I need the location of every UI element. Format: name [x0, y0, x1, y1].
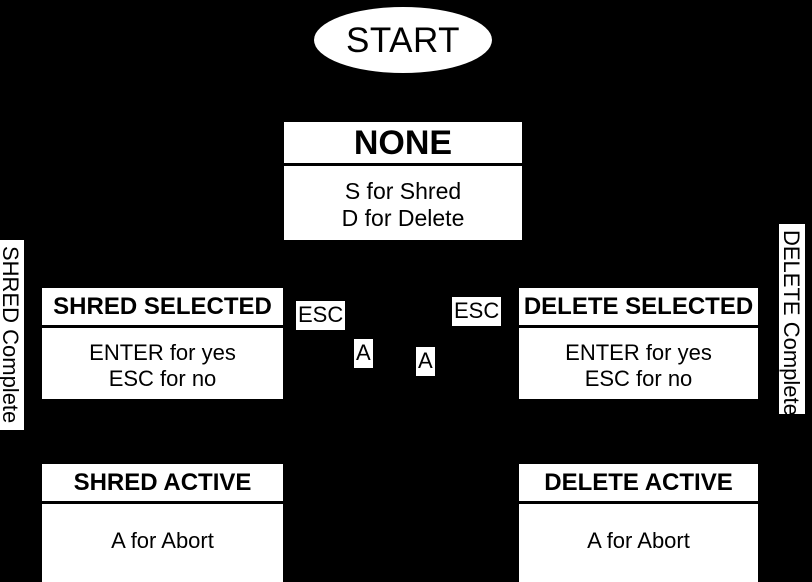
state-body-line: ENTER for yes: [89, 340, 236, 365]
state-body-delete-active: A for Abort: [519, 504, 758, 582]
state-title-shred-selected: SHRED SELECTED: [42, 288, 283, 328]
side-label-shred-complete: SHRED Complete: [0, 240, 24, 430]
state-node-delete-selected[interactable]: DELETE SELECTED ENTER for yes ESC for no: [519, 288, 758, 399]
state-node-delete-active[interactable]: DELETE ACTIVE A for Abort: [519, 464, 758, 582]
side-label-delete-complete-text: DELETE Complete: [779, 230, 804, 414]
edge-label-esc-left: ESC: [296, 301, 346, 330]
side-label-delete-complete: DELETE Complete: [779, 224, 805, 414]
side-label-shred-complete-text: SHRED Complete: [0, 246, 23, 424]
state-title-delete-active: DELETE ACTIVE: [519, 464, 758, 504]
state-body-line: ESC for no: [108, 365, 217, 391]
state-body-line: ESC for no: [584, 365, 693, 391]
state-body-line: A for Abort: [587, 528, 690, 553]
state-body-shred-selected: ENTER for yes ESC for no: [42, 328, 283, 399]
edge-shred-active-abort: [283, 352, 364, 502]
state-title-shred-active: SHRED ACTIVE: [42, 464, 283, 504]
state-node-none[interactable]: NONE S for Shred D for Delete: [284, 122, 522, 240]
state-body-line: A for Abort: [111, 528, 214, 553]
start-node-label: START: [346, 20, 460, 60]
state-title-none: NONE: [284, 122, 522, 166]
state-body-line: S for Shred: [344, 178, 462, 204]
edge-label-abort-right: A: [416, 347, 435, 376]
edge-label-esc-right: ESC: [452, 297, 502, 326]
edge-none-to-delete-selected: [522, 179, 641, 288]
start-node[interactable]: START: [314, 7, 492, 73]
edge-delete-active-abort: [422, 360, 519, 502]
state-body-shred-active: A for Abort: [42, 504, 283, 582]
state-body-none: S for Shred D for Delete: [284, 166, 522, 240]
state-body-line: D for Delete: [341, 205, 465, 232]
edge-label-abort-left: A: [354, 339, 373, 368]
state-title-delete-selected: DELETE SELECTED: [519, 288, 758, 328]
state-body-delete-selected: ENTER for yes ESC for no: [519, 328, 758, 399]
edge-none-to-shred-selected: [161, 179, 284, 288]
state-body-line: ENTER for yes: [565, 340, 712, 365]
state-node-shred-selected[interactable]: SHRED SELECTED ENTER for yes ESC for no: [42, 288, 283, 399]
state-node-shred-active[interactable]: SHRED ACTIVE A for Abort: [42, 464, 283, 582]
